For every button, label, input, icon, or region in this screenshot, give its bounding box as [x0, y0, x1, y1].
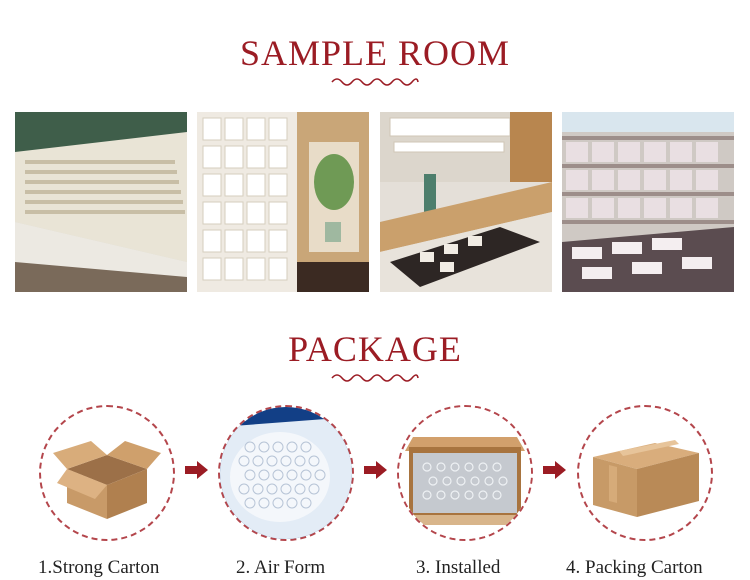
sample-room-title: SAMPLE ROOM — [239, 33, 511, 73]
step-caption-strong-carton: 1.Strong Carton — [38, 557, 160, 578]
step-caption-packing-carton: 4. Packing Carton — [566, 557, 703, 578]
arrow-right-icon — [364, 461, 387, 479]
open-carton-icon — [53, 441, 161, 519]
installed-step — [397, 405, 533, 541]
package-title: PACKAGE — [288, 329, 462, 369]
bubble-wrap-icon — [220, 407, 352, 539]
showroom-photo-4 — [562, 112, 734, 292]
arrow-right-icon — [185, 461, 208, 479]
packing-carton-step — [577, 405, 713, 541]
step-caption-installed: 3. Installed — [416, 557, 501, 578]
arrow-right-icon — [543, 461, 566, 479]
package-squiggle-divider — [331, 374, 419, 382]
step-caption-air-form: 2. Air Form — [236, 557, 326, 578]
showroom-photo-3 — [380, 112, 552, 292]
showroom-photo-2 — [197, 112, 369, 292]
showroom-photo-1 — [15, 112, 187, 292]
title-squiggle-divider — [331, 78, 419, 86]
sealed-carton-icon — [593, 440, 699, 517]
wrapped-package-icon — [399, 407, 531, 539]
air-form-step — [218, 405, 354, 541]
strong-carton-step — [39, 405, 175, 541]
